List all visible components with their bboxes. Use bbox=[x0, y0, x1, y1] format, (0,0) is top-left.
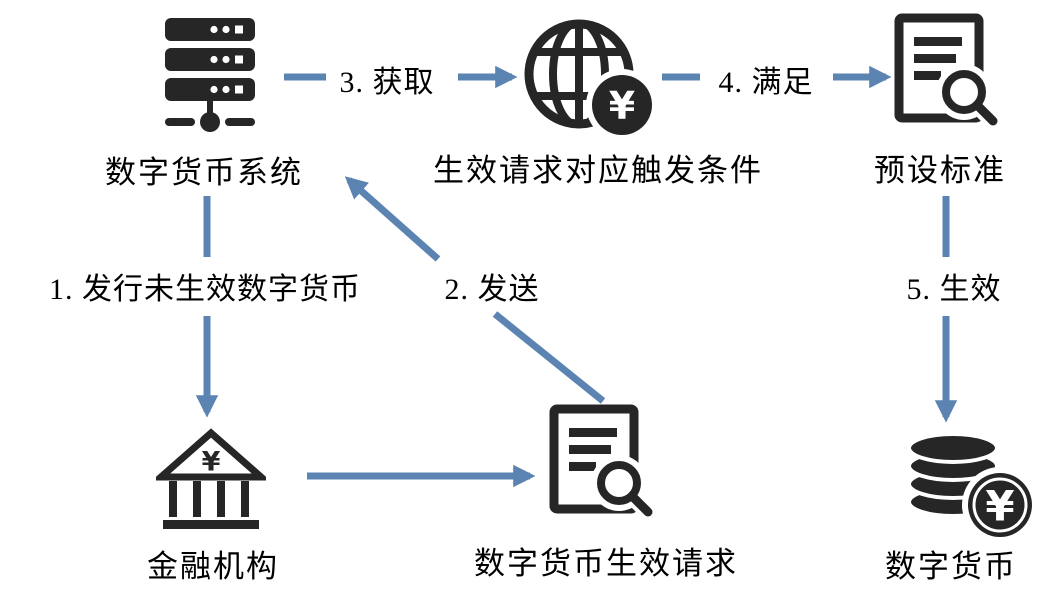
edge-label-step2: 2. 发送 bbox=[444, 273, 540, 306]
bank-yen-icon: ¥ bbox=[156, 428, 266, 529]
node-label-preset-standard: 预设标准 bbox=[874, 153, 1006, 188]
document-search-icon bbox=[549, 404, 656, 521]
yen-symbol: ¥ bbox=[609, 84, 635, 128]
edge-label-step4: 4. 满足 bbox=[718, 66, 814, 99]
node-label-trigger-condition: 生效请求对应触发条件 bbox=[433, 153, 763, 188]
edge-label-step1: 1. 发行未生效数字货币 bbox=[49, 273, 361, 306]
server-icon bbox=[165, 18, 255, 132]
yen-symbol: ¥ bbox=[202, 447, 221, 478]
document-search-icon bbox=[894, 13, 1001, 130]
node-label-effect-request: 数字货币生效请求 bbox=[474, 546, 738, 581]
coins-yen-icon: ¥ bbox=[907, 432, 1038, 543]
yen-symbol: ¥ bbox=[985, 482, 1014, 531]
globe-yen-icon: ¥ bbox=[524, 19, 657, 139]
node-label-financial-institution: 金融机构 bbox=[147, 549, 279, 584]
edge-label-step3: 3. 获取 bbox=[339, 66, 435, 99]
node-label-digital-currency: 数字货币 bbox=[885, 549, 1017, 584]
edge-label-step5: 5. 生效 bbox=[906, 273, 1002, 306]
arrow-step2 bbox=[344, 176, 441, 262]
arrow-step2-lower bbox=[492, 311, 606, 404]
node-label-system: 数字货币系统 bbox=[105, 155, 303, 190]
